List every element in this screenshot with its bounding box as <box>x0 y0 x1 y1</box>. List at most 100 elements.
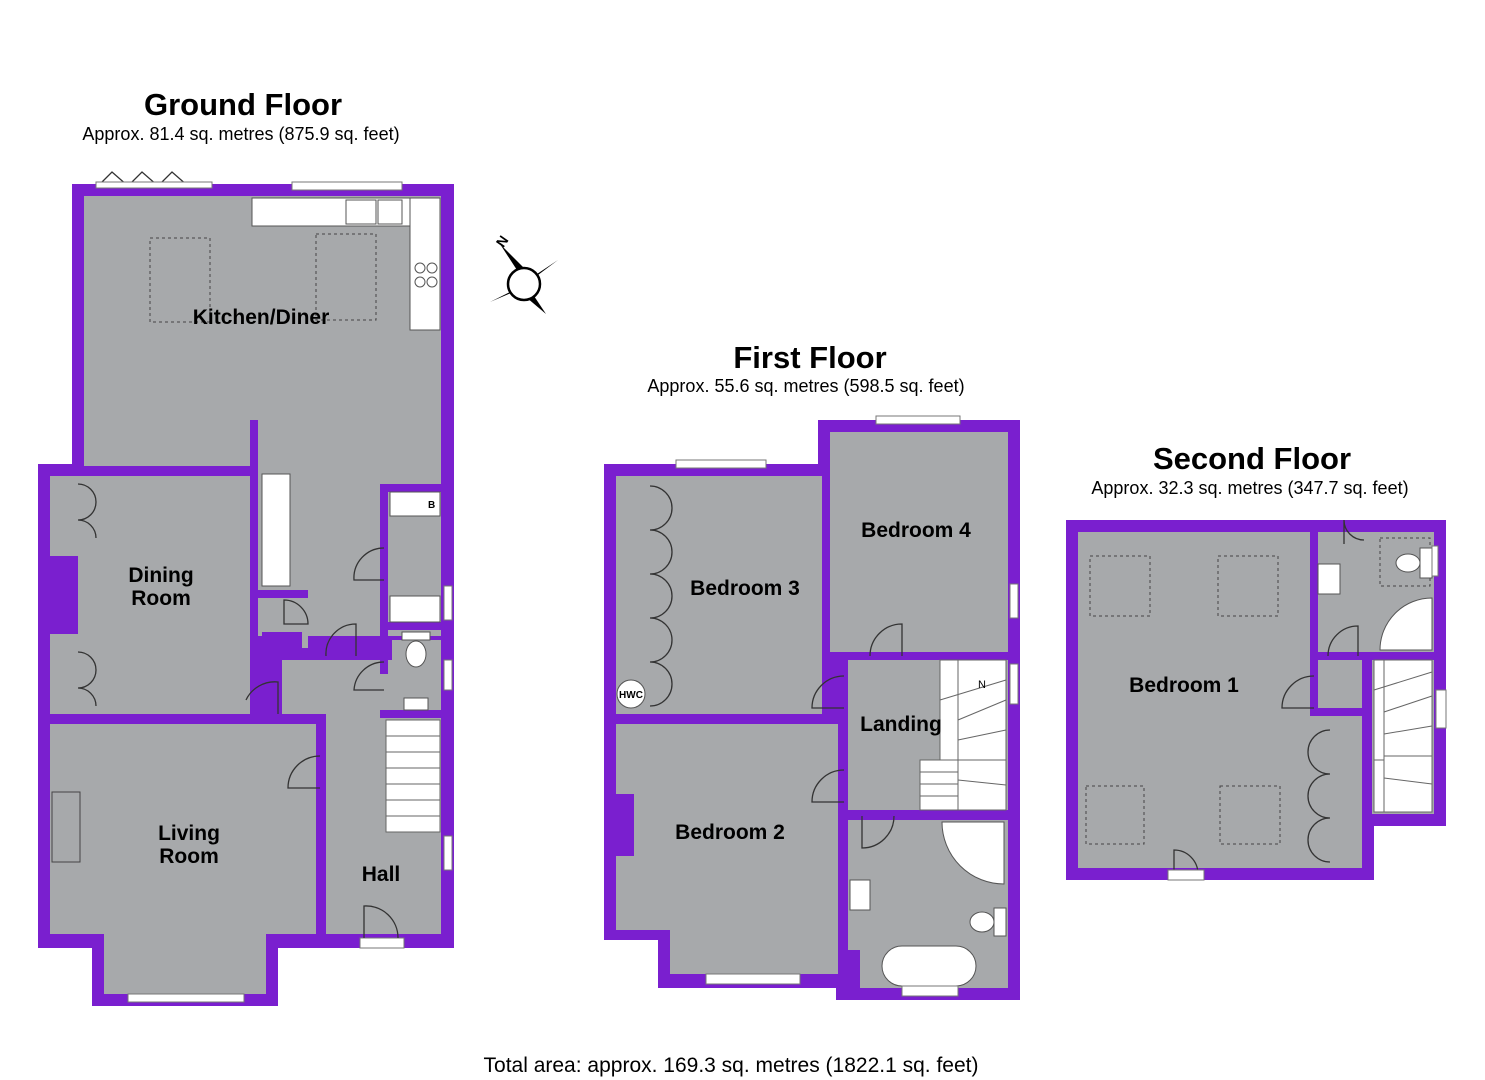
kitchen-diner-label: Kitchen/Diner <box>193 306 330 329</box>
hwc-cylinder: HWC <box>616 679 646 709</box>
bedroom-2-door-swing <box>811 769 845 803</box>
living-room-floor <box>50 724 316 934</box>
wall-stairwell <box>1362 660 1372 826</box>
cupboard-block <box>262 632 302 648</box>
wall-b3-b2 <box>616 714 848 724</box>
hob-icon <box>414 262 438 288</box>
hwc-label: HWC <box>619 690 643 701</box>
bedroom-3-floor <box>616 476 822 714</box>
wall-wc-side <box>380 654 388 674</box>
ensuite-shower-icon <box>1379 597 1433 651</box>
bifold-door-frame <box>95 181 213 189</box>
skylight-2 <box>315 233 377 321</box>
ground-floor-title: Ground Floor <box>144 87 342 122</box>
bedroom-2-ext-floor <box>670 930 838 974</box>
living-room-label-1: Living <box>158 822 220 845</box>
wc-window <box>443 659 453 691</box>
hall-inner-floor <box>282 660 326 714</box>
bedroom-3-wardrobe-doors <box>649 485 673 707</box>
wall-utility <box>380 484 388 654</box>
fireplace-dining <box>50 556 78 634</box>
ground-stairs <box>385 719 441 833</box>
second-floor-plan: Second Floor Approx. 32.3 sq. metres (34… <box>1066 441 1447 881</box>
skylight-1 <box>149 237 211 323</box>
second-floor-title: Second Floor <box>1153 441 1351 476</box>
second-floor-stairs <box>1373 659 1433 813</box>
bedroom-4-side-window <box>1009 583 1019 619</box>
landing-window <box>1009 663 1019 705</box>
living-door-swing <box>287 755 321 789</box>
bedroom-4-label: Bedroom 4 <box>861 519 971 542</box>
ensuite-cistern <box>1419 547 1433 579</box>
compass-north-label: N <box>493 233 512 250</box>
second-floor-area: Approx. 32.3 sq. metres (347.7 sq. feet) <box>1091 478 1408 498</box>
bedroom-2-label: Bedroom 2 <box>675 821 785 844</box>
bedroom-1-eaves-floor <box>1310 716 1362 868</box>
hall-label: Hall <box>362 863 401 886</box>
bedroom-1-door-swing <box>1281 675 1315 709</box>
bedroom-1-skylight-3 <box>1085 785 1145 845</box>
first-floor-stairs: N <box>919 659 1007 811</box>
wc-door-swing <box>353 661 385 691</box>
bedroom-3-label: Bedroom 3 <box>690 577 800 600</box>
first-floor-plan: HWC N <box>604 340 1020 1000</box>
utility-worktop <box>389 595 441 623</box>
fireplace-living <box>51 791 81 863</box>
dining-room-label-2: Room <box>131 587 191 610</box>
bathroom-door-swing <box>861 815 895 849</box>
bedroom-2-floor <box>616 724 838 930</box>
wall-landing-bottom <box>1310 708 1362 716</box>
front-door-swing <box>363 905 399 939</box>
wall-partial <box>250 420 258 466</box>
hall-window <box>443 835 453 871</box>
toilet-cistern <box>401 631 431 641</box>
bedroom-1-skylight-1 <box>1089 555 1151 617</box>
ground-floor-area: Approx. 81.4 sq. metres (875.9 sq. feet) <box>82 124 399 144</box>
first-floor-title: First Floor <box>733 340 886 375</box>
bedroom-1-skylight-4 <box>1219 785 1281 845</box>
bedroom-3-window <box>675 459 767 469</box>
boiler-label: B <box>428 500 435 511</box>
wall-b3-b4 <box>822 432 830 660</box>
kitchen-diner-floor <box>84 196 441 466</box>
living-bay-floor <box>104 934 266 994</box>
bath-basin-icon <box>849 879 871 911</box>
bedroom-1-label: Bedroom 1 <box>1129 674 1239 697</box>
first-floor-area: Approx. 55.6 sq. metres (598.5 sq. feet) <box>647 376 964 396</box>
kitchen-door-swing <box>325 623 357 657</box>
bedroom-2-chimney <box>616 794 634 856</box>
bedroom-3-door-swing <box>811 675 845 709</box>
ensuite-toilet-icon <box>1395 553 1421 573</box>
front-door <box>359 937 405 949</box>
bath-boxing <box>848 950 860 988</box>
bedroom-1-floor <box>1078 532 1310 868</box>
bifold-doors <box>97 171 189 187</box>
first-toilet-icon <box>969 911 995 933</box>
kitchen-island <box>261 473 291 587</box>
compass-icon: N <box>490 233 558 314</box>
ensuite-door-swing <box>1327 625 1359 657</box>
living-room-label-2: Room <box>159 845 219 868</box>
bedroom-1-skylight-2 <box>1217 555 1279 617</box>
drainer-icon <box>377 199 403 225</box>
second-landing-floor <box>1318 660 1364 716</box>
wall-stub-2 <box>72 466 86 476</box>
toilet-icon <box>405 640 427 668</box>
wall-wc-top <box>380 622 441 630</box>
bath-icon <box>881 945 977 987</box>
wall-landing-bath <box>848 810 1008 820</box>
second-stair-window <box>1435 689 1447 729</box>
wall-b4-landing <box>830 652 1008 660</box>
wall-dining-kitchen <box>250 466 258 656</box>
first-toilet-cistern <box>993 907 1007 937</box>
wall-b2-landing <box>838 714 848 988</box>
utility-window <box>443 585 453 621</box>
dining-room-floor <box>50 476 250 714</box>
ensuite-basin-icon <box>1317 563 1341 595</box>
wc-basin-icon <box>403 697 429 711</box>
bedroom-4-floor <box>830 432 1008 652</box>
wall-utility-top <box>388 484 441 492</box>
wall-bed1-ensuite <box>1310 532 1318 668</box>
boiler-cupboard <box>389 491 441 517</box>
